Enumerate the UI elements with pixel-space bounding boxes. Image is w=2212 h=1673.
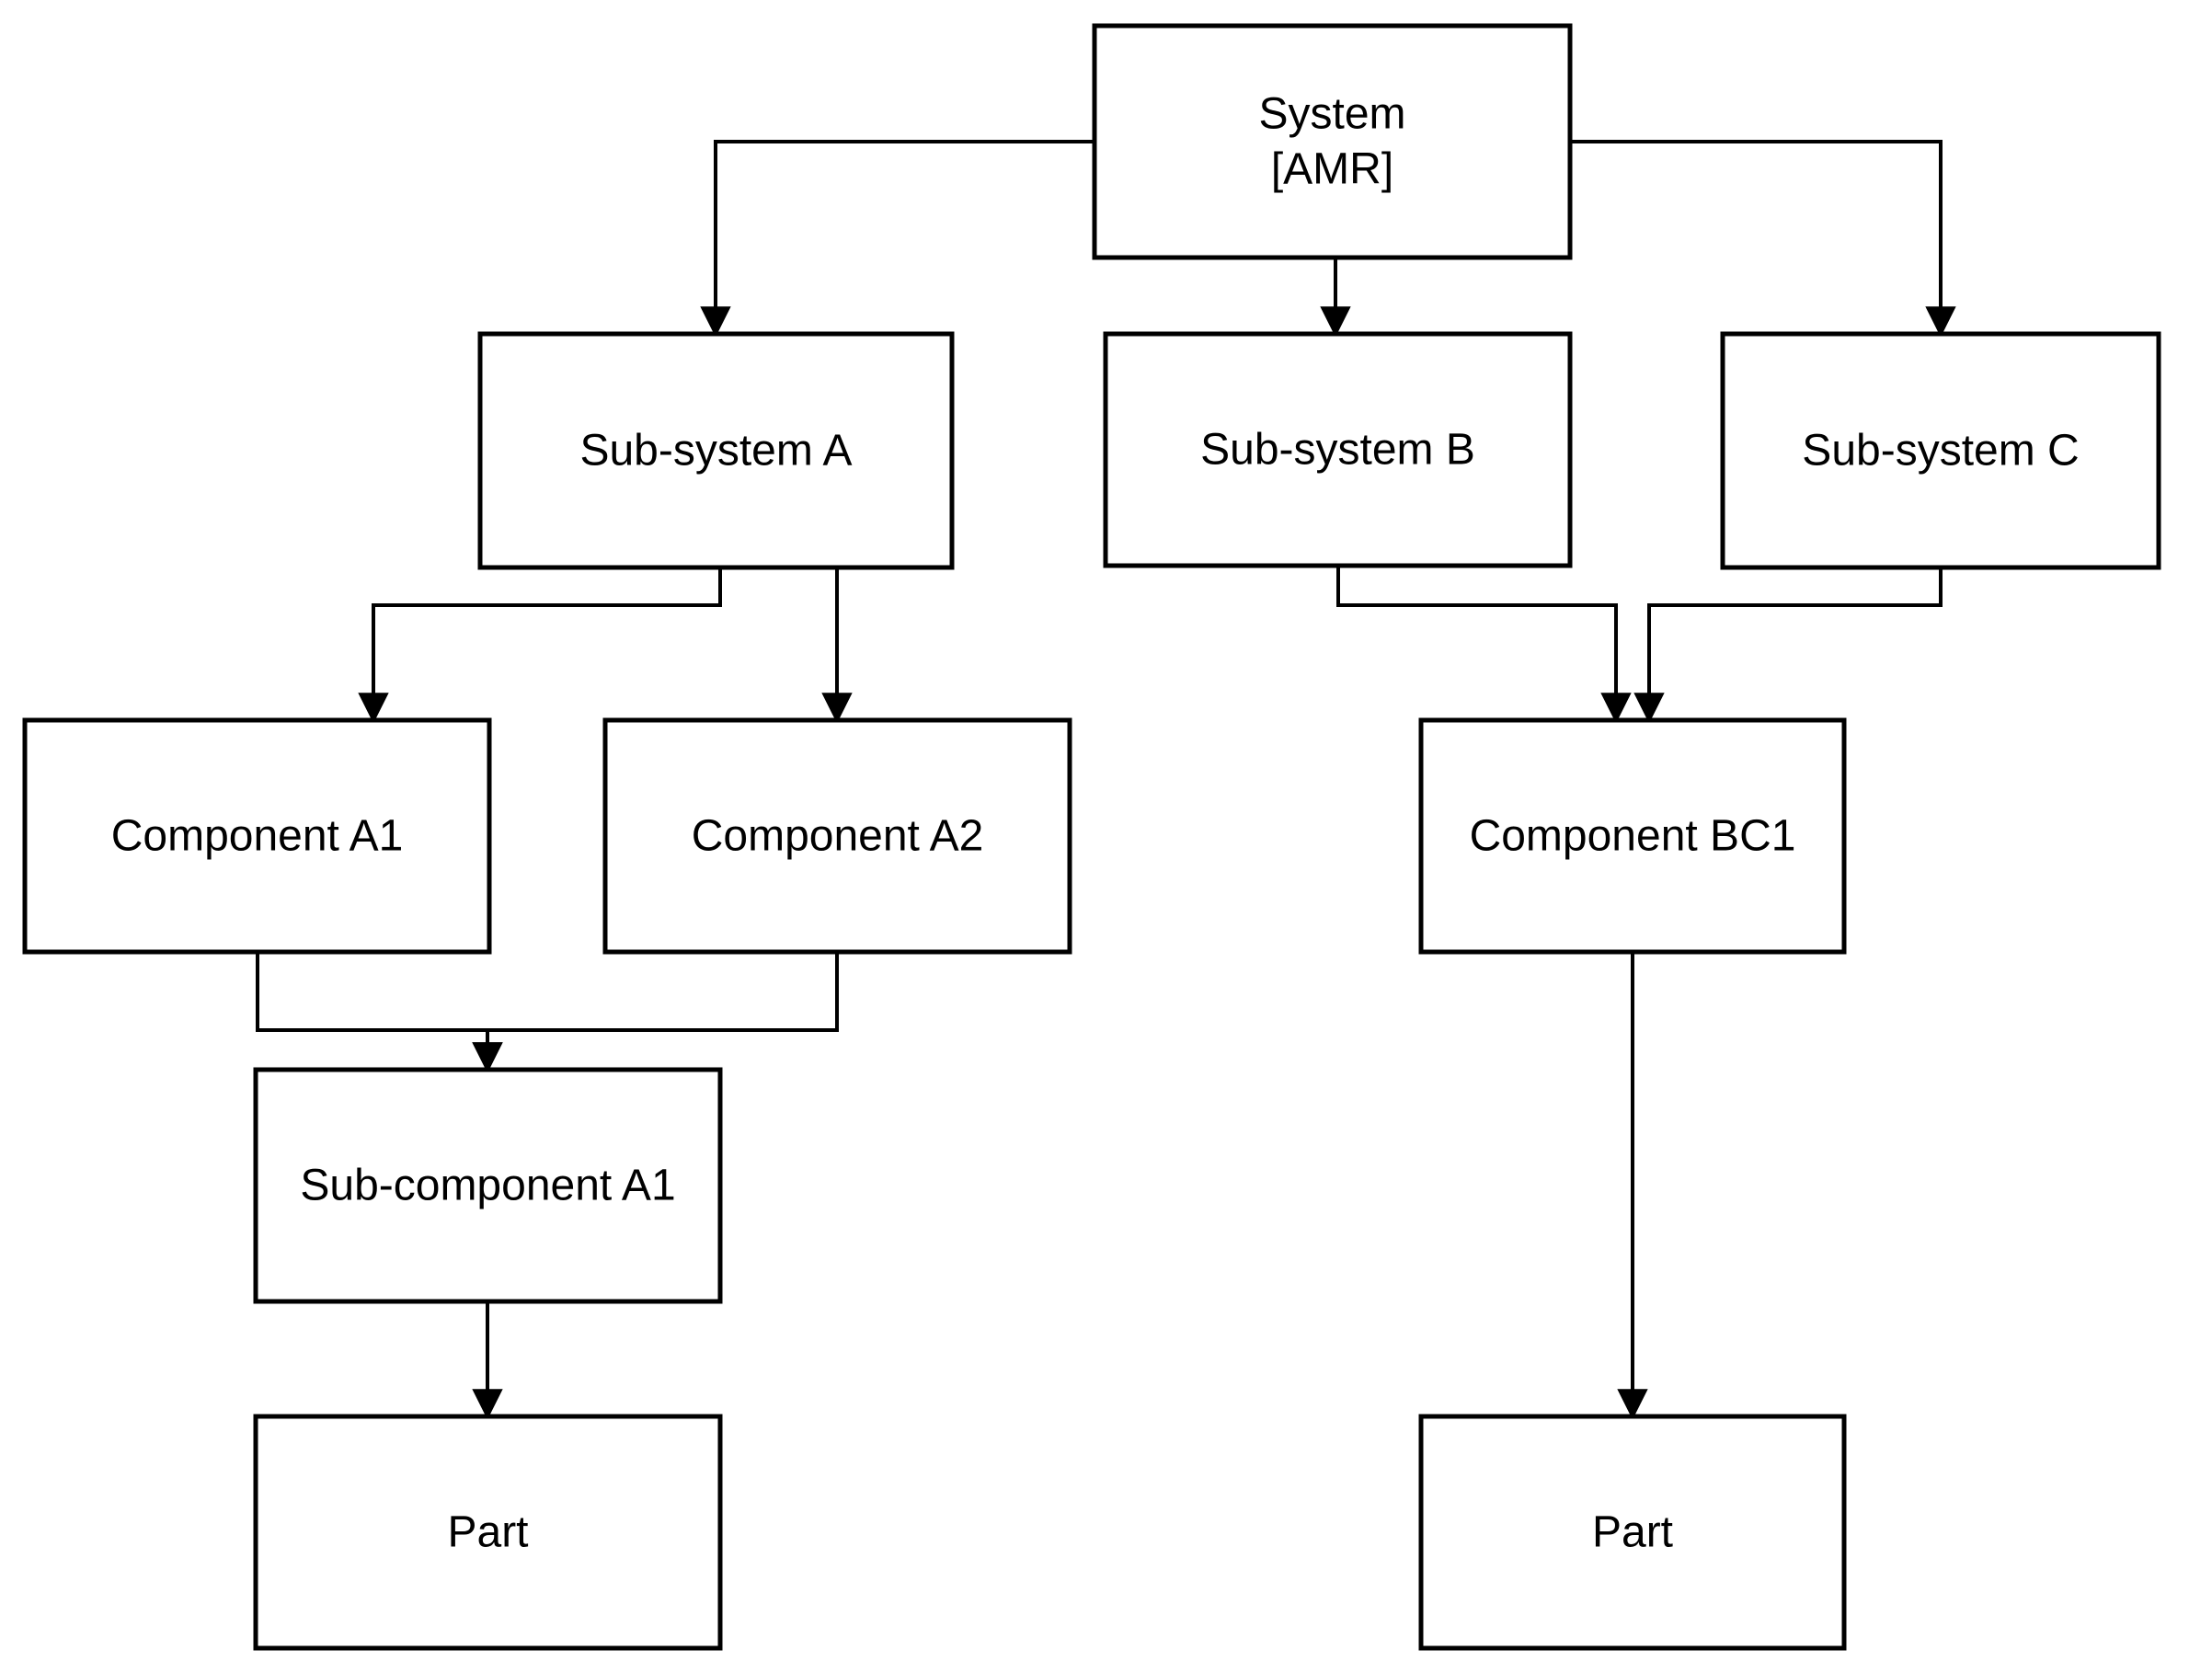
- node-part-left: Part: [253, 1414, 723, 1651]
- edge-component-a1-to-sub-component-a1: [256, 952, 503, 1073]
- component-a2-label: Component A2: [692, 812, 984, 861]
- sub-system-a-box: [477, 331, 955, 570]
- part-right-box: [1418, 1414, 1847, 1651]
- part-left-label: Part: [447, 1508, 528, 1557]
- node-component-a2: Component A2: [602, 717, 1072, 955]
- edges-layer: [256, 140, 1956, 1420]
- node-part-right: Part: [1418, 1414, 1847, 1651]
- node-sub-system-b: Sub-system B: [1103, 331, 1573, 568]
- component-a1-box: [22, 717, 492, 955]
- system-box: [1092, 23, 1573, 260]
- node-sub-system-a: Sub-system A: [477, 331, 955, 570]
- component-a1-label: Component A1: [111, 812, 404, 861]
- edge-system-to-sub-system-a: [700, 140, 1095, 338]
- system-label: System[AMR]: [1258, 90, 1405, 194]
- component-a2-box: [602, 717, 1072, 955]
- sub-system-b-box: [1103, 331, 1573, 568]
- node-sub-system-c: Sub-system C: [1720, 331, 2161, 570]
- node-component-a1: Component A1: [22, 717, 492, 955]
- edge-system-to-sub-system-c: [1570, 140, 1956, 338]
- edge-component-a2-to-sub-component-a1: [472, 952, 839, 1073]
- edge-sub-system-b-to-component-bc1: [1336, 566, 1632, 724]
- component-bc1-box: [1418, 717, 1847, 955]
- edge-sub-system-a-to-component-a1: [358, 567, 722, 724]
- node-system: System[AMR]: [1092, 23, 1573, 260]
- sub-component-a1-label: Sub-component A1: [300, 1162, 675, 1210]
- node-component-bc1: Component BC1: [1418, 717, 1847, 955]
- sub-system-a-label: Sub-system A: [579, 427, 852, 476]
- sub-component-a1-box: [253, 1067, 723, 1304]
- part-right-label: Part: [1592, 1508, 1673, 1557]
- node-sub-component-a1: Sub-component A1: [253, 1067, 723, 1304]
- sub-system-c-box: [1720, 331, 2161, 570]
- sub-system-c-label: Sub-system C: [1802, 427, 2079, 476]
- component-bc1-label: Component BC1: [1470, 812, 1796, 861]
- sub-system-b-label: Sub-system B: [1200, 426, 1475, 475]
- nodes-layer: System[AMR] Sub-system A Sub-system B Sub-s…: [22, 23, 2161, 1651]
- part-left-box: [253, 1414, 723, 1651]
- edge-sub-system-c-to-component-bc1: [1633, 567, 1943, 724]
